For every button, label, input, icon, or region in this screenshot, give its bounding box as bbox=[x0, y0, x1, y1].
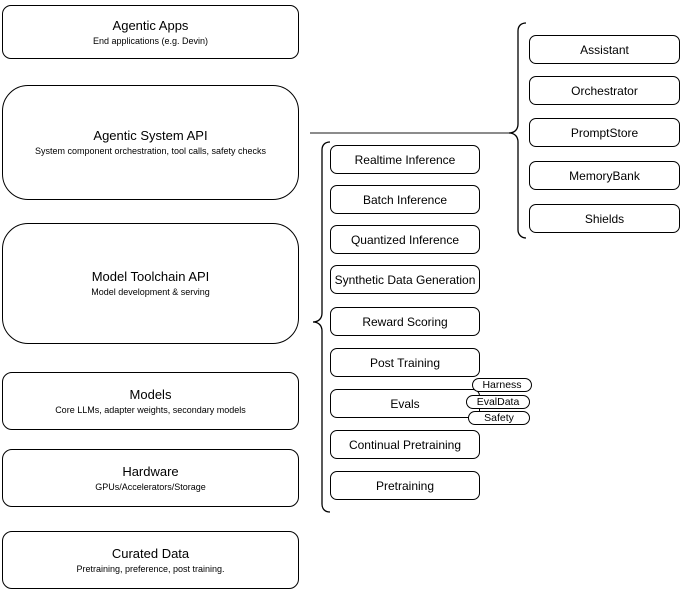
box-model-toolchain-api: Model Toolchain API Model development & … bbox=[2, 223, 299, 344]
hardware-subtitle: GPUs/Accelerators/Storage bbox=[95, 481, 206, 492]
box-synthetic-data-generation: Synthetic Data Generation bbox=[330, 265, 480, 294]
promptstore-label: PromptStore bbox=[570, 125, 639, 140]
system-components-brace bbox=[508, 22, 527, 239]
post-training-label: Post Training bbox=[369, 355, 441, 370]
continual-pretraining-label: Continual Pretraining bbox=[348, 437, 462, 452]
realtime-inference-label: Realtime Inference bbox=[354, 152, 456, 167]
models-subtitle: Core LLMs, adapter weights, secondary mo… bbox=[55, 404, 246, 415]
box-shields: Shields bbox=[529, 204, 680, 233]
agentic-system-api-subtitle: System component orchestration, tool cal… bbox=[34, 146, 267, 156]
box-hardware: Hardware GPUs/Accelerators/Storage bbox=[2, 449, 299, 507]
evals-label: Evals bbox=[390, 396, 420, 411]
harness-label: Harness bbox=[482, 378, 522, 391]
curated-data-subtitle: Pretraining, preference, post training. bbox=[76, 563, 225, 574]
agentic-apps-title: Agentic Apps bbox=[112, 17, 189, 33]
box-promptstore: PromptStore bbox=[529, 118, 680, 147]
pill-safety: Safety bbox=[468, 411, 530, 425]
assistant-label: Assistant bbox=[580, 42, 629, 57]
box-continual-pretraining: Continual Pretraining bbox=[330, 430, 480, 459]
box-curated-data: Curated Data Pretraining, preference, po… bbox=[2, 531, 299, 589]
box-assistant: Assistant bbox=[529, 35, 680, 64]
batch-inference-label: Batch Inference bbox=[362, 192, 448, 207]
model-toolchain-api-title: Model Toolchain API bbox=[91, 269, 210, 284]
agentic-apps-subtitle: End applications (e.g. Devin) bbox=[92, 35, 209, 46]
quantized-inference-label: Quantized Inference bbox=[350, 232, 460, 247]
box-pretraining: Pretraining bbox=[330, 471, 480, 500]
memorybank-label: MemoryBank bbox=[569, 168, 640, 183]
box-orchestrator: Orchestrator bbox=[529, 76, 680, 105]
box-post-training: Post Training bbox=[330, 348, 480, 377]
evaldata-label: EvalData bbox=[476, 395, 520, 408]
curated-data-title: Curated Data bbox=[111, 545, 190, 561]
hardware-title: Hardware bbox=[122, 463, 179, 479]
box-evals: Evals bbox=[330, 389, 480, 418]
box-models: Models Core LLMs, adapter weights, secon… bbox=[2, 372, 299, 430]
box-reward-scoring: Reward Scoring bbox=[330, 307, 480, 336]
pill-evaldata: EvalData bbox=[466, 395, 530, 409]
reward-scoring-label: Reward Scoring bbox=[362, 314, 448, 329]
box-memorybank: MemoryBank bbox=[529, 161, 680, 190]
box-batch-inference: Batch Inference bbox=[330, 185, 480, 214]
safety-label: Safety bbox=[484, 411, 514, 424]
synthetic-data-generation-label: Synthetic Data Generation bbox=[334, 272, 476, 287]
agentic-system-api-title: Agentic System API bbox=[93, 128, 208, 143]
toolchain-brace bbox=[312, 141, 331, 513]
orchestrator-label: Orchestrator bbox=[571, 83, 638, 98]
shields-label: Shields bbox=[584, 211, 625, 226]
models-title: Models bbox=[129, 386, 172, 402]
box-quantized-inference: Quantized Inference bbox=[330, 225, 480, 254]
pill-harness: Harness bbox=[472, 378, 532, 392]
box-agentic-apps: Agentic Apps End applications (e.g. Devi… bbox=[2, 5, 299, 59]
model-toolchain-api-subtitle: Model development & serving bbox=[91, 287, 210, 297]
box-realtime-inference: Realtime Inference bbox=[330, 145, 480, 174]
pretraining-label: Pretraining bbox=[375, 478, 435, 493]
box-agentic-system-api: Agentic System API System component orch… bbox=[2, 85, 299, 200]
